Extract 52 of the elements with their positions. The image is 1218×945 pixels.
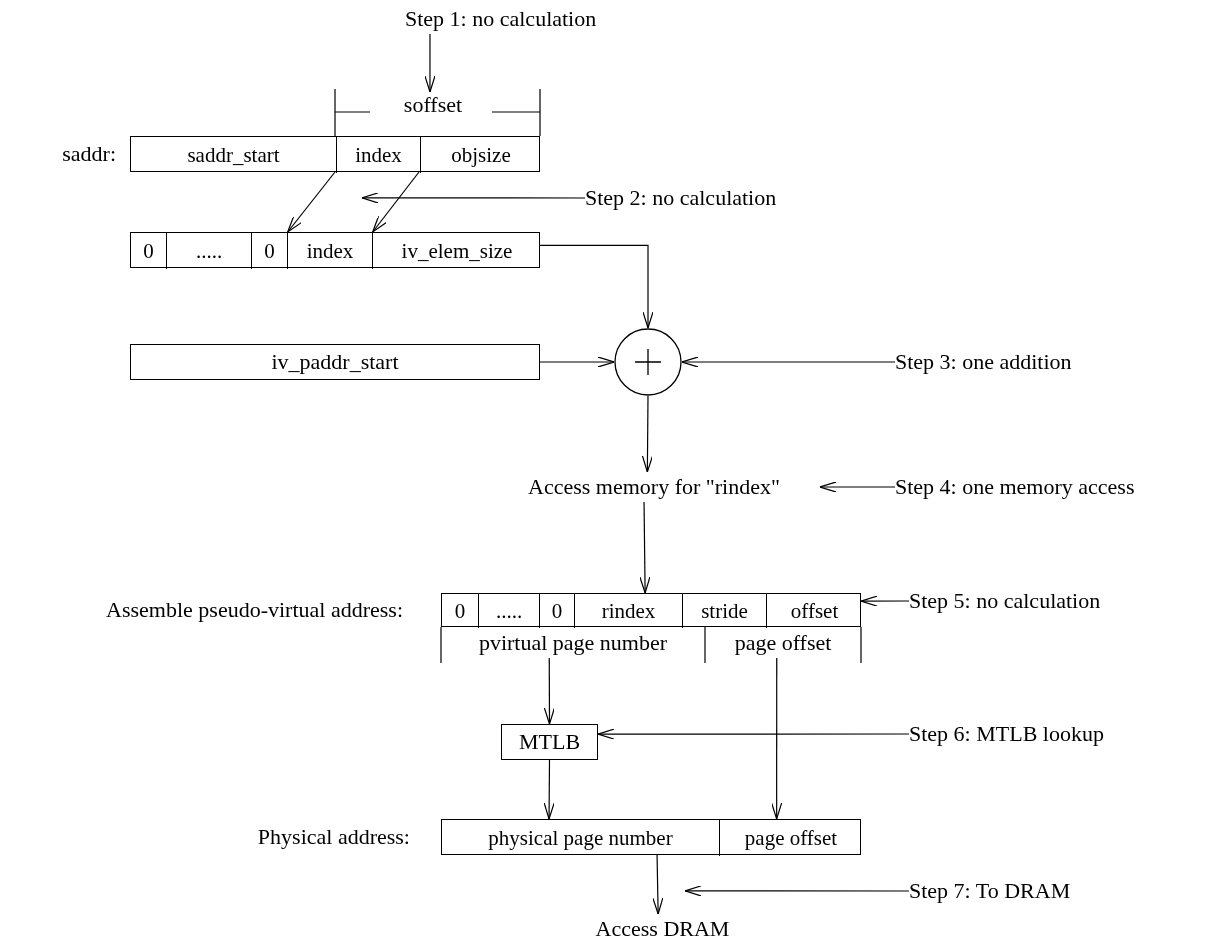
step-label: Step 1: no calculation: [405, 4, 660, 34]
field-group-label: pvirtual page number: [441, 628, 705, 658]
bit-field: saddr_start: [131, 137, 336, 173]
bit-field: 0: [131, 233, 166, 269]
step-label: Step 5: no calculation: [909, 586, 1139, 616]
register-label: saddr:: [62, 140, 116, 168]
arrow: [361, 192, 586, 204]
bit-field: 0: [539, 594, 574, 628]
arrow: [539, 356, 615, 368]
arrow: [424, 33, 436, 93]
arrow: [639, 501, 651, 594]
step-label: Step 3: one addition: [895, 347, 1095, 377]
arrow: [372, 171, 420, 233]
bit-field: 0: [442, 594, 478, 628]
step-label: Step 4: one memory access: [895, 472, 1215, 502]
arrow: [684, 885, 910, 897]
lookup-box: MTLB: [501, 724, 598, 760]
arrow: [652, 854, 664, 915]
register-label: Physical address:: [257, 823, 410, 851]
bit-field: .....: [166, 233, 251, 269]
field-group-label: page offset: [705, 628, 861, 658]
arrow: [287, 171, 336, 233]
bit-field: index: [287, 233, 372, 269]
arrow: [681, 356, 896, 368]
operation-label: Access DRAM: [590, 914, 735, 944]
arrow: [641, 395, 654, 473]
step-label: Step 2: no calculation: [585, 183, 845, 213]
arrow: [539, 244, 654, 329]
bit-field: 0: [251, 233, 287, 269]
arrow: [860, 595, 910, 607]
bit-field: physical page number: [442, 820, 719, 856]
register-box: iv_paddr_start: [130, 344, 540, 380]
bit-field: page offset: [719, 820, 862, 856]
arrow: [771, 657, 783, 820]
operation-label: Access memory for "rindex": [488, 472, 820, 502]
bit-field: rindex: [574, 594, 682, 628]
field-group-label: soffset: [395, 92, 471, 118]
bit-field: .....: [478, 594, 539, 628]
bit-field: objsize: [420, 137, 541, 173]
register-label: Assemble pseudo-virtual address:: [106, 596, 403, 624]
bit-field: iv_elem_size: [372, 233, 541, 269]
bit-field: stride: [682, 594, 766, 628]
arrow: [543, 657, 556, 725]
step-label: Step 6: MTLB lookup: [909, 719, 1129, 749]
bit-field: index: [336, 137, 420, 173]
step-label: Step 7: To DRAM: [909, 876, 1079, 906]
bit-field: offset: [766, 594, 862, 628]
arrow: [543, 759, 555, 820]
arrow: [597, 728, 910, 740]
register-box: [130, 232, 540, 268]
arrow: [819, 481, 896, 493]
adder-symbol: [614, 328, 682, 396]
